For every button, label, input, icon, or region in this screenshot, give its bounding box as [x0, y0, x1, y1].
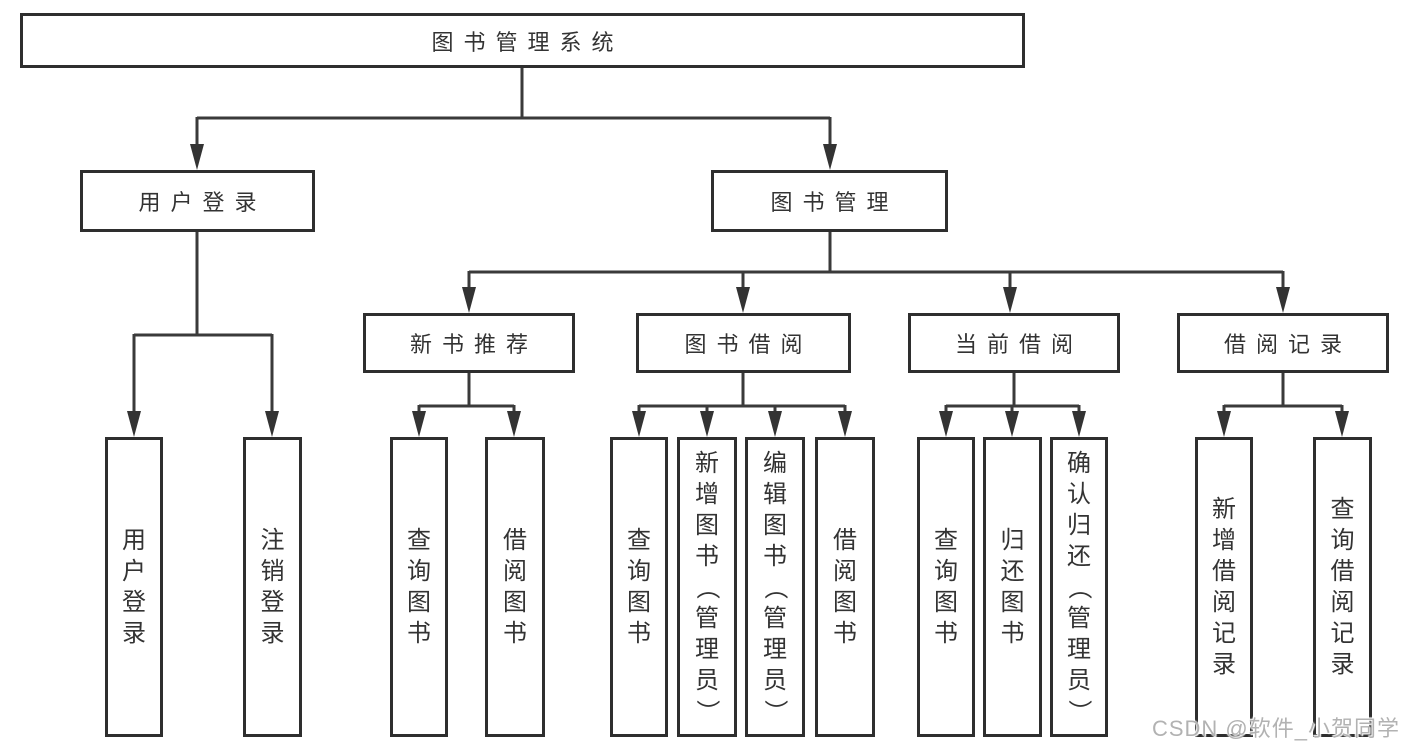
node-current-borrowing: 当前借阅	[908, 313, 1120, 373]
leaf-borrow-books-borrowing: 借阅图书	[815, 437, 875, 737]
leaf-add-borrow-record: 新增借阅记录	[1195, 437, 1253, 737]
node-user-login: 用户登录	[80, 170, 315, 232]
node-book-borrowing: 图书借阅	[636, 313, 851, 373]
node-new-book-recommendation: 新书推荐	[363, 313, 575, 373]
leaf-confirm-return-admin: 确认归还（管理员）	[1050, 437, 1108, 737]
node-library-management-system: 图书管理系统	[20, 13, 1025, 68]
node-label: 图书管理系统	[431, 29, 624, 55]
leaf-add-book-admin: 新增图书（管理员）	[677, 437, 737, 737]
node-label: 借阅记录	[1223, 332, 1352, 357]
leaf-logout: 注销登录	[243, 437, 302, 737]
node-label: 新书推荐	[409, 332, 538, 357]
arrowheads	[127, 144, 1349, 437]
leaf-user-login: 用户登录	[105, 437, 163, 737]
leaf-query-books-current: 查询图书	[917, 437, 975, 737]
leaf-edit-book-admin: 编辑图书（管理员）	[745, 437, 805, 737]
node-label: 图书借阅	[684, 332, 813, 357]
leaf-query-borrow-record: 查询借阅记录	[1313, 437, 1372, 737]
leaf-query-books-borrowing: 查询图书	[610, 437, 668, 737]
leaf-query-books-recommend: 查询图书	[390, 437, 448, 737]
node-label: 当前借阅	[954, 332, 1083, 357]
leaf-return-books: 归还图书	[983, 437, 1042, 737]
node-book-management: 图书管理	[711, 170, 948, 232]
node-label: 图书管理	[770, 190, 899, 215]
csdn-watermark: CSDN @软件_小贺同学	[1151, 716, 1400, 741]
node-label: 用户登录	[138, 190, 267, 215]
leaf-borrow-books-recommend: 借阅图书	[485, 437, 545, 737]
node-borrowing-records: 借阅记录	[1177, 313, 1389, 373]
